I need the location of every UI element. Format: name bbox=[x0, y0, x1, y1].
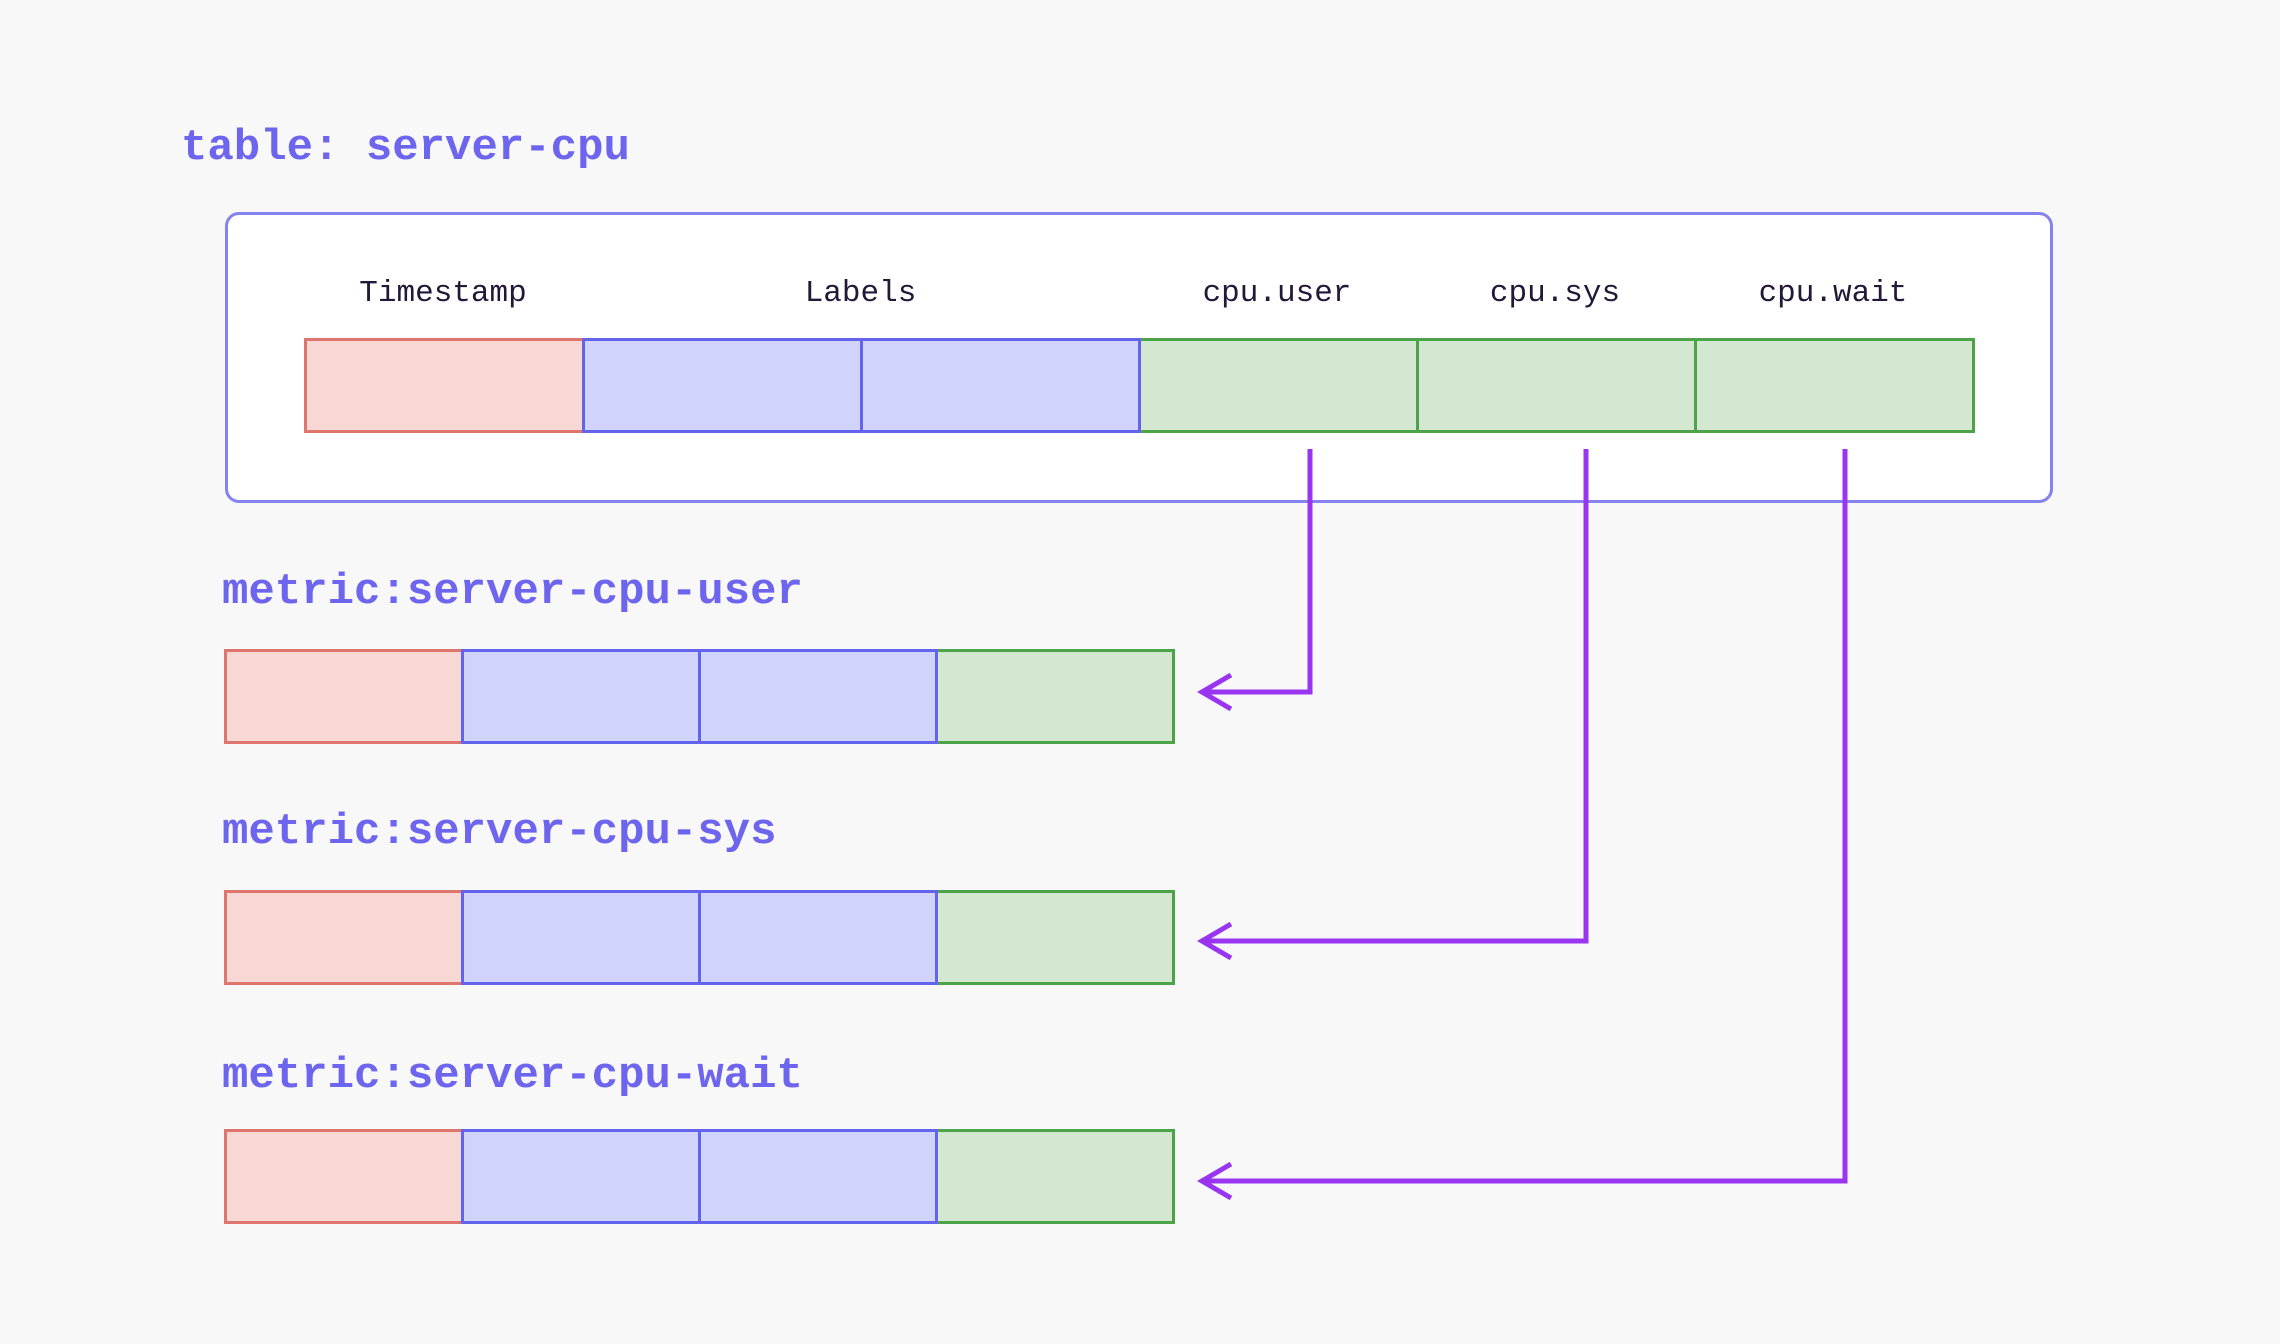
value-cell bbox=[935, 890, 1175, 985]
labels-cell bbox=[461, 890, 701, 985]
column-header-labels: Labels bbox=[804, 276, 917, 311]
arrow-left-icon bbox=[1197, 1161, 1233, 1201]
labels-cell bbox=[582, 338, 863, 433]
column-header-timestamp: Timestamp bbox=[359, 276, 527, 311]
metric-row-cpu-sys bbox=[224, 890, 1175, 985]
timestamp-cell bbox=[224, 1129, 464, 1224]
metric-title-cpu-wait: metric:server-cpu-wait bbox=[222, 1051, 803, 1101]
value-cell bbox=[935, 1129, 1175, 1224]
table-row bbox=[304, 338, 1975, 433]
column-header-cpu-user: cpu.user bbox=[1202, 276, 1352, 311]
value-cell-cpu-wait bbox=[1694, 338, 1975, 433]
value-cell-cpu-user bbox=[1138, 338, 1419, 433]
arrow-left-icon bbox=[1197, 672, 1233, 712]
metric-row-cpu-wait bbox=[224, 1129, 1175, 1224]
column-header-cpu-sys: cpu.sys bbox=[1489, 276, 1621, 311]
timestamp-cell bbox=[224, 890, 464, 985]
value-cell bbox=[935, 649, 1175, 744]
table-title: table: server-cpu bbox=[181, 123, 630, 173]
labels-cell bbox=[698, 890, 938, 985]
value-cell-cpu-sys bbox=[1416, 338, 1697, 433]
timestamp-cell bbox=[304, 338, 585, 433]
labels-cell bbox=[698, 1129, 938, 1224]
labels-cell bbox=[461, 1129, 701, 1224]
metric-title-cpu-user: metric:server-cpu-user bbox=[222, 567, 803, 617]
column-header-cpu-wait: cpu.wait bbox=[1758, 276, 1908, 311]
timestamp-cell bbox=[224, 649, 464, 744]
labels-cell bbox=[461, 649, 701, 744]
metric-row-cpu-user bbox=[224, 649, 1175, 744]
arrow-left-icon bbox=[1197, 921, 1233, 961]
labels-cell bbox=[698, 649, 938, 744]
labels-cell bbox=[860, 338, 1141, 433]
metric-title-cpu-sys: metric:server-cpu-sys bbox=[222, 807, 777, 857]
arrow-cpu-sys-to-metric bbox=[1197, 449, 1589, 961]
arrow-cpu-wait-to-metric bbox=[1197, 449, 1848, 1201]
